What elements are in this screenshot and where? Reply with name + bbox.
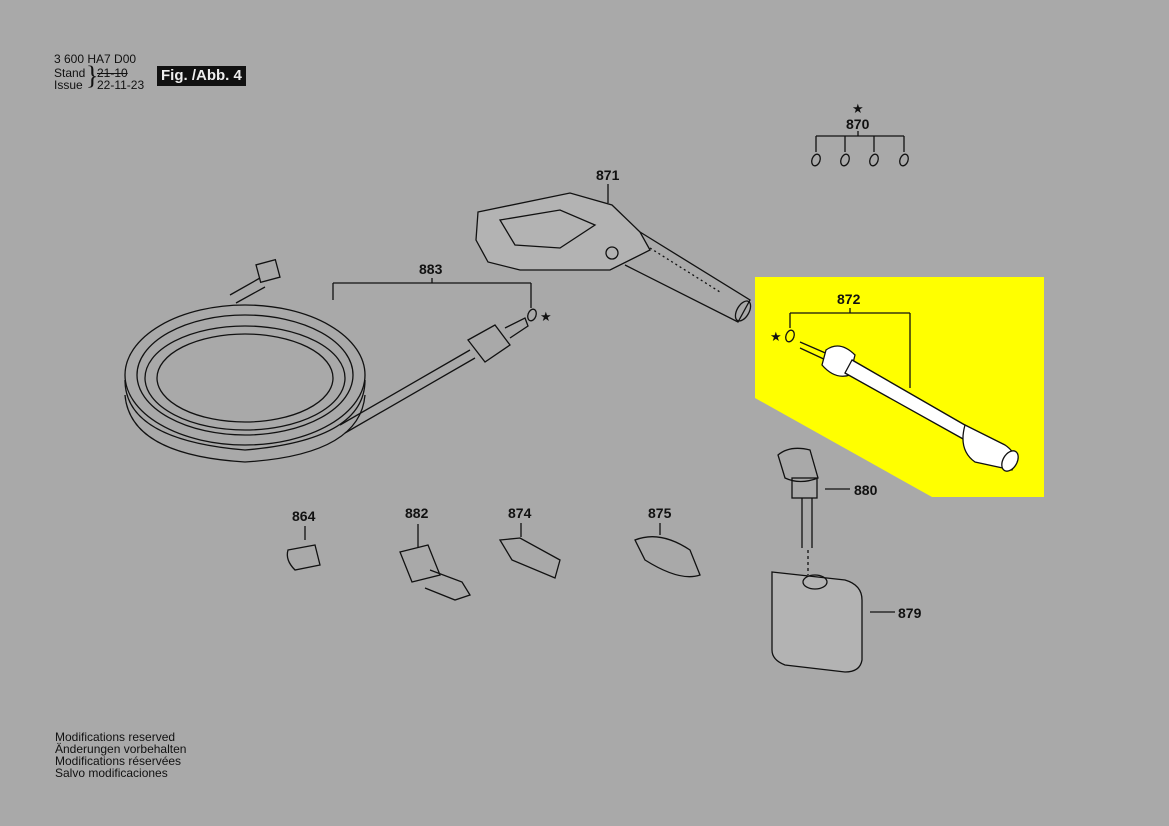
issue-date: 22-11-23 xyxy=(97,78,145,92)
part-label-870[interactable]: 870 xyxy=(846,116,870,132)
brace-glyph: } xyxy=(86,61,99,90)
footer-line-es: Salvo modificaciones xyxy=(55,766,168,780)
stand-issue-labels: Stand Issue xyxy=(54,67,85,91)
footer-line-de: Änderungen vorbehalten xyxy=(55,742,187,756)
part-label-864[interactable]: 864 xyxy=(292,508,316,524)
star-icon: ★ xyxy=(540,310,552,325)
footer-notice: Modifications reserved Änderungen vorbeh… xyxy=(55,731,186,779)
stand-date: 21-10 xyxy=(97,66,128,80)
part-label-882[interactable]: 882 xyxy=(405,505,429,521)
part-label-871[interactable]: 871 xyxy=(596,167,620,183)
part-label-879[interactable]: 879 xyxy=(898,605,922,621)
part-label-875[interactable]: 875 xyxy=(648,505,672,521)
footer-line-fr: Modifications réservées xyxy=(55,754,182,768)
stand-issue-dates: 21-10 22-11-23 xyxy=(97,67,144,91)
issue-label: Issue xyxy=(54,78,83,92)
part-label-874[interactable]: 874 xyxy=(508,505,532,521)
footer-line-en: Modifications reserved xyxy=(55,730,176,744)
stand-label: Stand xyxy=(54,66,86,80)
part-label-883[interactable]: 883 xyxy=(419,261,443,277)
figure-label: Fig. /Abb. 4 xyxy=(157,66,246,86)
part-label-880[interactable]: 880 xyxy=(854,482,878,498)
star-icon: ★ xyxy=(852,102,864,117)
document-code: 3 600 HA7 D00 xyxy=(54,52,137,66)
star-icon: ★ xyxy=(770,330,782,345)
part-label-872[interactable]: 872 xyxy=(837,291,861,307)
